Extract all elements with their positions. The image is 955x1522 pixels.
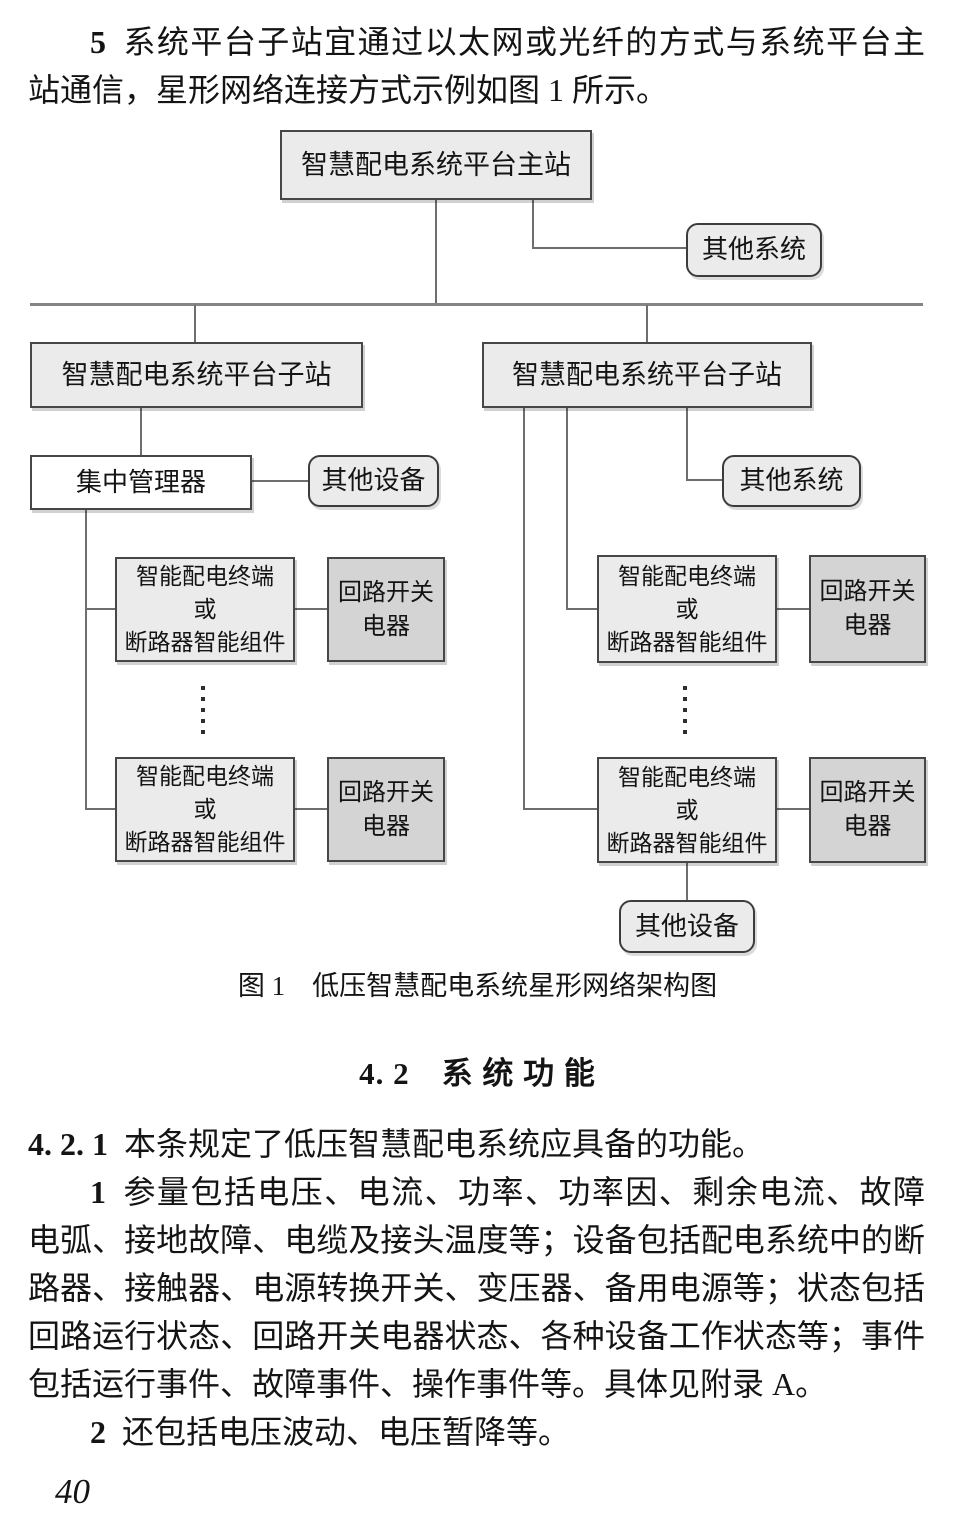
item-1-line-5: 包括运行事件、故障事件、操作事件等。具体见附录 A。 <box>28 1366 828 1402</box>
node-master-station: 智慧配电系统平台主站 <box>280 130 592 200</box>
clause-421-paragraph: 4. 2. 1 本条规定了低压智慧配电系统应具备的功能。 <box>28 1120 925 1168</box>
item-1-line-3: 路器、接触器、电源转换开关、变压器、备用电源等；状态包括 <box>28 1270 925 1306</box>
connector-right-trunk-long <box>523 408 525 810</box>
item-2-text: 还包括电压波动、电压暂降等。 <box>122 1414 571 1450</box>
node-other-device-bottom: 其他设备 <box>619 900 755 953</box>
node-central-manager: 集中管理器 <box>30 455 252 510</box>
connector-right-trunk-short <box>566 408 568 610</box>
connector-bus-substation-right <box>646 305 648 342</box>
connector-substation-othersystem-v <box>686 408 688 481</box>
node-circuit-switch-right-1: 回路开关电器 <box>809 555 926 663</box>
figure-caption: 图 1 低压智慧配电系统星形网络架构图 <box>237 971 718 1001</box>
node-terminal-left-2: 智能配电终端或断路器智能组件 <box>115 757 295 862</box>
connector-manager-otherdevice <box>252 480 308 482</box>
connector-master-othersystem-h <box>532 247 686 249</box>
connector-left-trunk <box>85 510 87 810</box>
intro-line-1: 5 系统平台子站宜通过以太网或光纤的方式与系统平台主 <box>28 18 925 66</box>
ellipsis-left <box>201 686 205 734</box>
intro-line-2: 站通信，星形网络连接方式示例如图 1 所示。 <box>28 72 669 108</box>
connector-right-row1-h <box>566 608 597 610</box>
node-terminal-right-1: 智能配电终端或断路器智能组件 <box>597 555 777 663</box>
connector-substation-manager <box>140 408 142 455</box>
item-2-number: 2 <box>90 1414 106 1450</box>
item-2-paragraph: 2 还包括电压波动、电压暂降等。 <box>28 1408 925 1456</box>
connector-left-row2-h <box>85 808 115 810</box>
node-other-system-top: 其他系统 <box>686 223 822 277</box>
item-1-line-4: 回路运行状态、回路开关电器状态、各种设备工作状态等；事件 <box>28 1318 925 1354</box>
page-number: 40 <box>55 1472 90 1511</box>
node-circuit-switch-left-1: 回路开关电器 <box>327 557 445 662</box>
clause-421-text: 本条规定了低压智慧配电系统应具备的功能。 <box>124 1126 765 1162</box>
connector-right-row2-switch <box>777 808 809 810</box>
connector-left-row2-switch <box>295 808 327 810</box>
node-circuit-switch-right-2: 回路开关电器 <box>809 757 926 863</box>
item-1-line-2: 电弧、接地故障、电缆及接头温度等；设备包括配电系统中的断 <box>28 1222 925 1258</box>
intro-line-1-text: 系统平台子站宜通过以太网或光纤的方式与系统平台主 <box>122 24 925 60</box>
connector-master-bus <box>435 200 437 305</box>
connector-bus <box>30 303 923 306</box>
connector-bus-substation-left <box>194 305 196 342</box>
node-other-device-left: 其他设备 <box>308 455 439 507</box>
node-terminal-left-1: 智能配电终端或断路器智能组件 <box>115 557 295 662</box>
node-other-system-right: 其他系统 <box>722 455 861 507</box>
figure-1-diagram: 智慧配电系统平台主站 其他系统 智慧配电系统平台子站 智慧配电系统平台子站 集中… <box>30 130 926 953</box>
item-1-number: 1 <box>90 1174 106 1210</box>
clause-number: 5 <box>90 24 106 60</box>
ellipsis-right <box>683 686 687 734</box>
connector-left-row1-h <box>85 608 115 610</box>
connector-left-row1-switch <box>295 608 327 610</box>
node-substation-left: 智慧配电系统平台子站 <box>30 342 363 408</box>
node-terminal-right-2: 智能配电终端或断路器智能组件 <box>597 757 777 863</box>
connector-substation-othersystem-h <box>686 479 722 481</box>
connector-terminal-otherdevice <box>686 863 688 900</box>
node-substation-right: 智慧配电系统平台子站 <box>482 342 812 408</box>
node-circuit-switch-left-2: 回路开关电器 <box>327 757 445 862</box>
connector-master-othersystem-v <box>532 200 534 249</box>
section-heading: 4. 2 系 统 功 能 <box>359 1056 596 1091</box>
connector-right-row1-switch <box>777 608 809 610</box>
clause-421-number: 4. 2. 1 <box>28 1126 108 1162</box>
connector-right-row2-h <box>523 808 597 810</box>
